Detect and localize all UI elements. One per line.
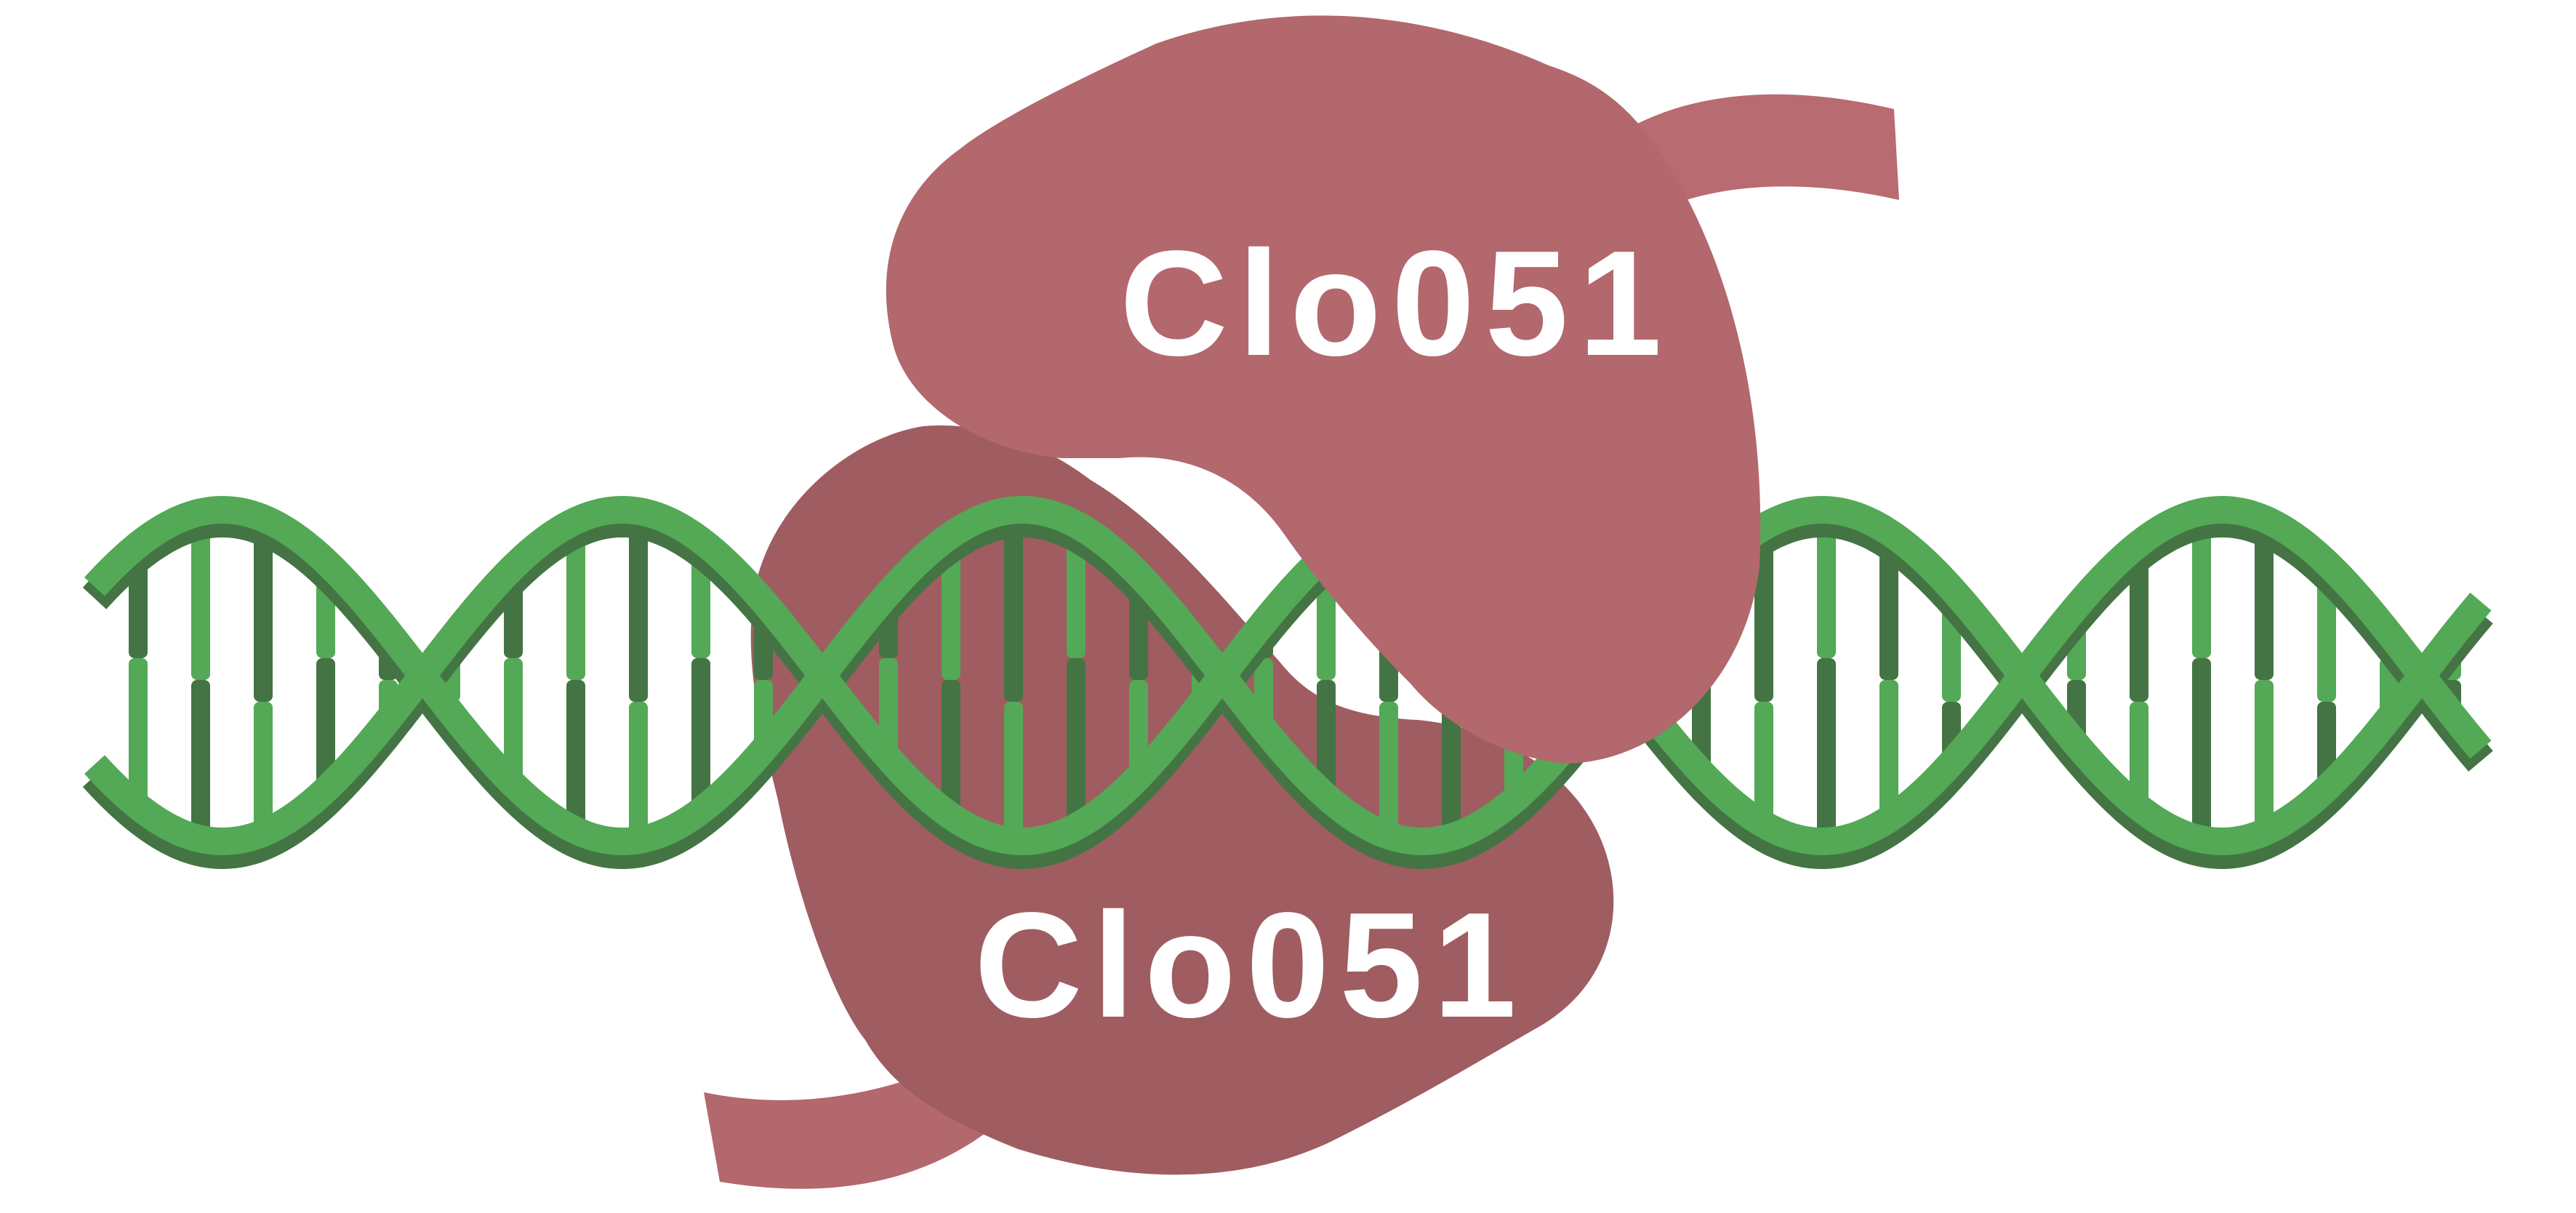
dna-base-pair-lower [504,658,523,789]
dna-base-pair-lower [129,658,148,811]
protein-top-label: Clo051 [1120,220,1672,387]
dna-base-pair-lower [691,658,710,815]
dna-backbone-light-b [84,495,2492,856]
dna-base-pair-lower [1817,658,1836,846]
dna-base-pair-upper [191,516,210,680]
dna-base-pair-lower [1879,680,1898,824]
dna-base-pair-lower [2255,680,2274,837]
dna-base-pair-lower [2192,658,2211,844]
dna-backbone-light-a [84,495,2492,856]
dna-base-pair-lower [566,680,585,835]
dna-base-pair-lower [1754,702,1773,829]
dna-base-pair-upper [566,525,585,680]
dna-base-pair-upper [1879,536,1898,680]
dna-base-pair-lower [316,658,335,794]
dna-base-pair-lower [942,680,960,821]
protein-top-tail-shape [1618,94,1899,218]
dna-base-pair-upper [1004,514,1023,702]
dna-base-pair-lower [1317,680,1336,801]
dna-base-pair-upper [2255,523,2274,680]
protein-bottom-blob [750,425,1614,1175]
dna-base-pair-lower [2130,702,2148,812]
protein-bottom-label: Clo051 [974,881,1527,1049]
dna-base-pair-lower [254,702,273,838]
dna-base-pair-lower [191,680,210,844]
dna-base-pair-lower [1004,702,1023,846]
dna-base-pair-upper [1067,529,1086,658]
dna-base-pair-upper [254,522,273,702]
dna-base-pair-upper [629,515,648,702]
dna-base-pair-upper [942,539,960,680]
dna-base-pair-lower [1067,658,1086,831]
dna-base-pair-upper [1754,531,1773,702]
dna-base-pair-upper [1817,514,1836,658]
dna-base-pair-lower [629,702,648,845]
dna-base-pair-upper [2130,548,2148,702]
protein-top-blob [886,15,1761,764]
dna-base-pair-upper [2192,516,2211,658]
dna-base-pair-lower [1379,702,1398,841]
